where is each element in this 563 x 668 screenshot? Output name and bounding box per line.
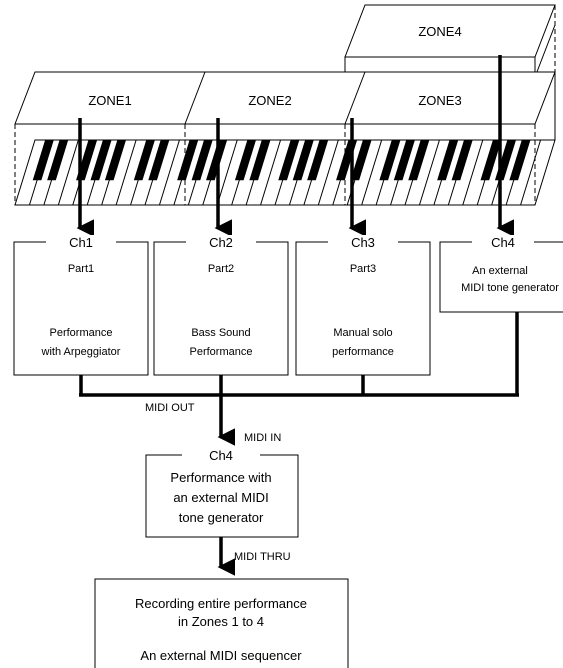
channel-box-ch3: Ch3 Part3 Manual solo performance xyxy=(296,235,430,375)
zone3-label: ZONE3 xyxy=(418,93,461,108)
zones-top: ZONE1 ZONE2 ZONE3 xyxy=(15,72,555,124)
tone-generator-channel: Ch4 xyxy=(209,448,233,463)
ch2-part: Part2 xyxy=(208,263,234,275)
zone1-label: ZONE1 xyxy=(88,93,131,108)
tone-generator-line1: Performance with xyxy=(170,470,271,485)
zone4-label: ZONE4 xyxy=(418,24,461,39)
zone2-label: ZONE2 xyxy=(248,93,291,108)
ch2-desc-line2: Performance xyxy=(190,346,253,358)
sequencer-line1: Recording entire performance xyxy=(135,596,307,611)
midi-thru-label: MIDI THRU xyxy=(234,551,291,563)
ch2-label: Ch2 xyxy=(209,235,233,250)
channel-box-ch1: Ch1 Part1 Performance with Arpeggiator xyxy=(14,235,148,375)
tone-generator-line3: tone generator xyxy=(179,510,264,525)
ch1-label: Ch1 xyxy=(69,235,93,250)
ch4-label: Ch4 xyxy=(491,235,515,250)
sequencer-line3: An external MIDI sequencer xyxy=(140,648,302,663)
channel-box-ch2: Ch2 Part2 Bass Sound Performance xyxy=(154,235,288,375)
ch1-desc-line2: with Arpeggiator xyxy=(41,346,121,358)
ch3-label: Ch3 xyxy=(351,235,375,250)
ch3-desc-line2: performance xyxy=(332,346,394,358)
ch3-part: Part3 xyxy=(350,263,376,275)
ch4-desc-line1: An external xyxy=(472,265,528,277)
midi-in-label: MIDI IN xyxy=(244,432,281,444)
ch2-desc-line1: Bass Sound xyxy=(191,327,250,339)
tone-generator-box: Ch4 Performance with an external MIDI to… xyxy=(146,448,298,537)
ch3-desc-line1: Manual solo xyxy=(333,327,392,339)
ch1-desc-line1: Performance xyxy=(50,327,113,339)
ch4-desc-line2: MIDI tone generator xyxy=(461,282,559,294)
midi-out-label: MIDI OUT xyxy=(145,402,195,414)
tone-generator-line2: an external MIDI xyxy=(173,490,268,505)
channel-box-ch4: Ch4 An external MIDI tone generator xyxy=(440,235,563,312)
sequencer-line2: in Zones 1 to 4 xyxy=(178,614,264,629)
sequencer-box: Recording entire performance in Zones 1 … xyxy=(95,579,348,668)
ch1-part: Part1 xyxy=(68,263,94,275)
